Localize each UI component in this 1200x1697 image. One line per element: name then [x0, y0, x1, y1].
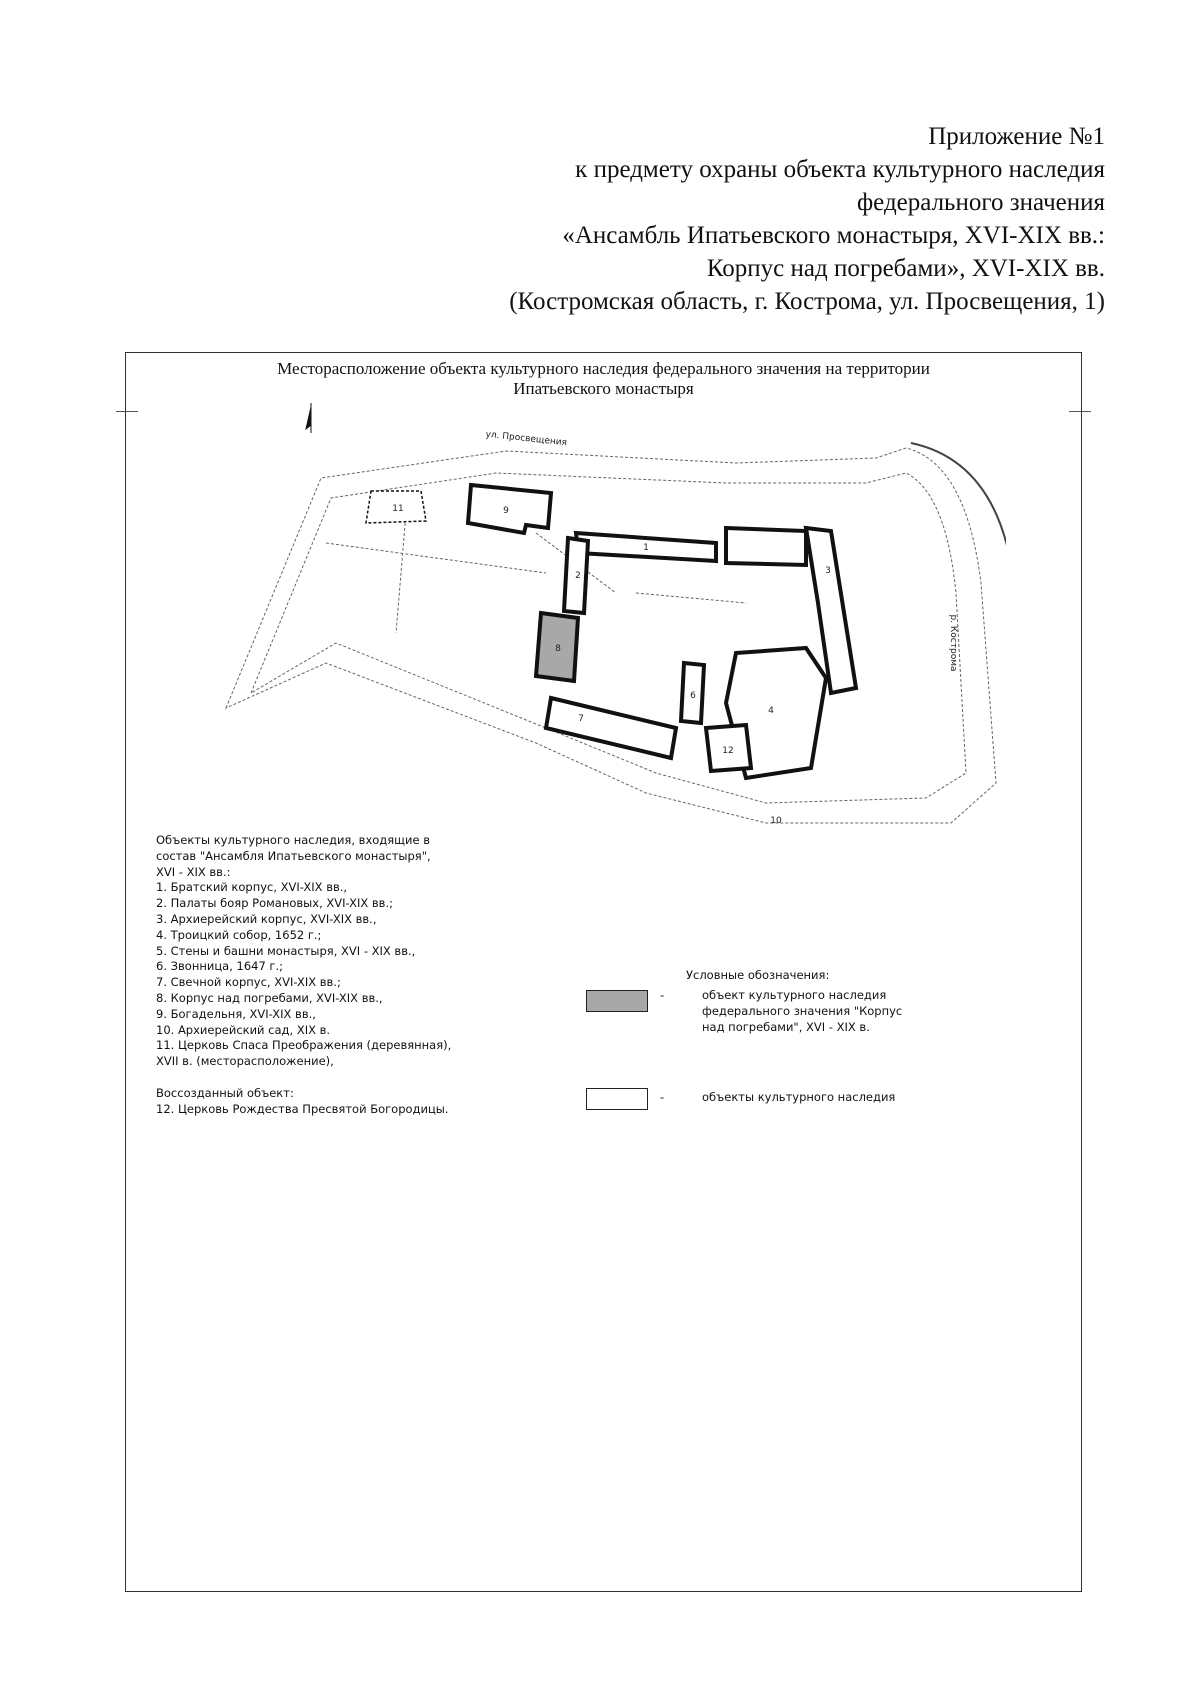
swatch-heritage — [586, 1088, 648, 1110]
legend-item: 4. Троицкий собор, 1652 г.; — [156, 927, 322, 942]
header-line: Приложение №1 — [928, 123, 1105, 150]
building-7 — [543, 695, 679, 761]
legend-item: 9. Богадельня, XVI-XIX вв., — [156, 1006, 316, 1021]
legend-intro: состав "Ансамбля Ипатьевского монастыря"… — [156, 848, 431, 863]
map-title-line: Ипатьевского монастыря — [513, 379, 694, 398]
label-12: 12 — [722, 746, 733, 756]
label-6: 6 — [690, 691, 696, 701]
river-bank — [910, 442, 1006, 546]
legend-item: 10. Архиерейский сад, XIX в. — [156, 1022, 331, 1037]
river-label: р. Кострома — [948, 614, 958, 671]
site-plan: 1 2 3 4 6 7 8 9 10 11 12 ул. Просвещения… — [225, 403, 1006, 826]
conventions-title: Условные обозначения: — [686, 968, 830, 982]
legend-item: 7. Свечной корпус, XVI-XIX вв.; — [156, 975, 341, 990]
header-line: Корпус над погребами», XVI-XIX вв. — [706, 255, 1105, 282]
legend-item: 1. Братский корпус, XVI-XIX вв., — [156, 880, 348, 895]
map-frame: Месторасположение объекта культурного на… — [116, 352, 1091, 1592]
building-3a — [724, 525, 808, 568]
legend-item: 6. Звонница, 1647 г.; — [156, 959, 284, 974]
label-10: 10 — [770, 816, 782, 826]
white-description: объекты культурного наследия — [702, 1090, 896, 1104]
map-title: Месторасположение объекта культурного на… — [126, 359, 1081, 399]
gray-line: федерального значения "Корпус — [702, 1003, 903, 1018]
legend-intro: Объекты культурного наследия, входящие в — [156, 833, 430, 847]
building-4 — [723, 645, 829, 781]
label-4: 4 — [768, 706, 774, 716]
street-label: ул. Просвещения — [485, 430, 567, 448]
label-7: 7 — [578, 714, 584, 724]
building-9 — [465, 482, 554, 536]
label-11: 11 — [392, 504, 403, 514]
gray-line: объект культурного наследия — [702, 988, 887, 1002]
legend-item: 8. Корпус над погребами, XVI-XIX вв., — [156, 990, 383, 1005]
map-title-line: Месторасположение объекта культурного на… — [277, 359, 930, 378]
legend-item: 5. Стены и башни монастыря, XVI - XIX вв… — [156, 943, 416, 958]
label-8: 8 — [555, 644, 561, 654]
header-line: «Ансамбль Ипатьевского монастыря, XVI-XI… — [562, 222, 1105, 249]
legend-item: XVII в. (месторасположение), — [156, 1054, 334, 1069]
legend-item: 3. Архиерейский корпус, XVI-XIX вв., — [156, 911, 377, 926]
label-1: 1 — [643, 543, 649, 553]
appendix-header: Приложение №1 к предмету охраны объекта … — [509, 120, 1105, 318]
building-12 — [703, 722, 754, 774]
header-line: к предмету охраны объекта культурного на… — [575, 156, 1105, 183]
gray-line: над погребами", XVI - XIX в. — [702, 1019, 870, 1034]
legend-list: Объекты культурного наследия, входящие в… — [156, 833, 451, 1118]
legend-intro: XVI - XIX вв.: — [156, 864, 231, 879]
building-6 — [678, 660, 707, 726]
dash: - — [660, 1090, 665, 1104]
label-3: 3 — [825, 566, 831, 576]
building-3b — [803, 525, 859, 696]
header-line: федерального значения — [856, 189, 1105, 216]
dash: - — [660, 988, 665, 1002]
frame-tick — [1069, 411, 1091, 412]
building-11 — [365, 490, 427, 524]
frame-tick — [116, 411, 138, 412]
building-2 — [561, 535, 591, 616]
gray-description: объект культурного наследия федерального… — [702, 988, 902, 1035]
recreated-item: 12. Церковь Рождества Пресвятой Богороди… — [156, 1101, 449, 1116]
header-line: (Костромская область, г. Кострома, ул. П… — [509, 288, 1105, 315]
legend-item: 2. Палаты бояр Романовых, XVI-XIX вв.; — [156, 896, 393, 911]
swatch-highlighted — [586, 990, 648, 1012]
path — [325, 512, 747, 634]
label-2: 2 — [575, 571, 581, 581]
building-8-highlighted — [533, 610, 581, 684]
recreated-title: Воссозданный объект: — [156, 1085, 294, 1100]
inner-wall — [249, 472, 967, 804]
north-arrow-icon — [305, 403, 312, 433]
monastery-wall — [225, 447, 997, 824]
legend-item: 11. Церковь Спаса Преображения (деревянн… — [156, 1038, 452, 1053]
label-9: 9 — [503, 506, 509, 516]
